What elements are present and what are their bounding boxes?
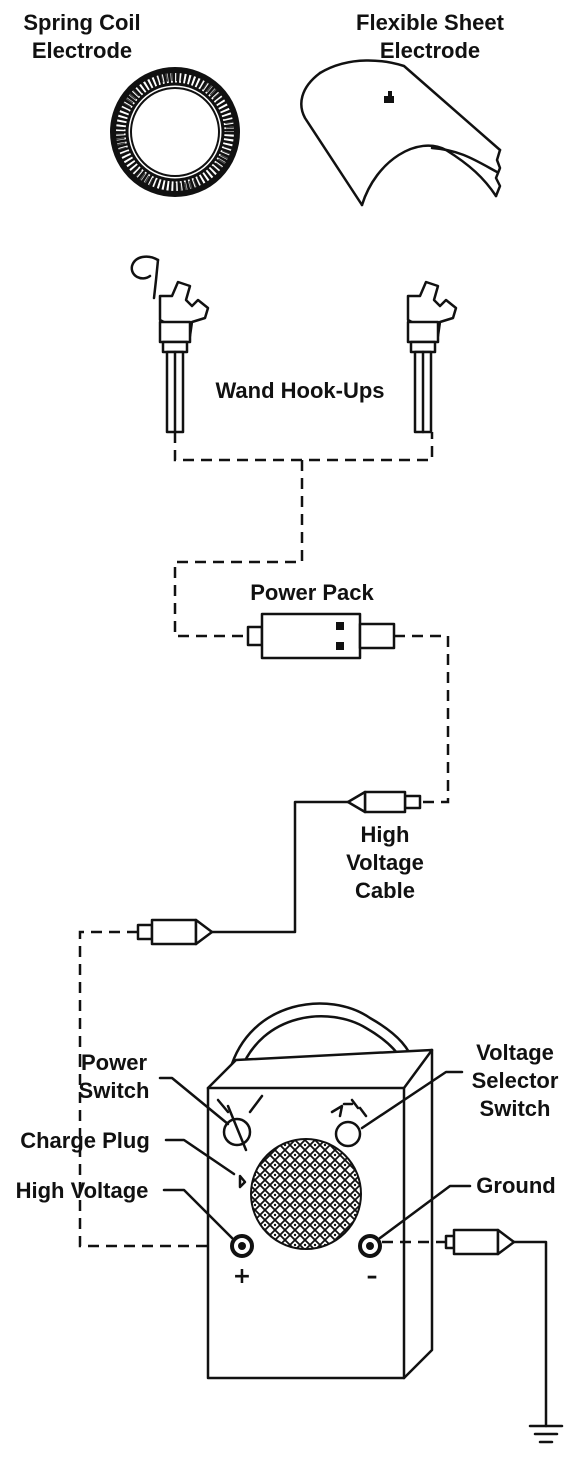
ground-cable-connector: [444, 1228, 516, 1256]
sheet-clip-icon: [384, 91, 394, 103]
flexible-sheet-label-line2: Electrode: [380, 38, 480, 63]
plus-sign: +: [233, 1264, 251, 1289]
hv-cable-line: [210, 800, 350, 934]
voltage-selector-label-line2: Selector: [472, 1068, 559, 1093]
spring-coil-electrode: [110, 67, 240, 197]
power-switch-label-line2: Switch: [79, 1078, 150, 1103]
wand-hookups-label: Wand Hook-Ups: [215, 378, 384, 403]
spring-coil-label-line1: Spring Coil: [23, 10, 140, 35]
voltage-selector-leader: [360, 1070, 464, 1130]
charge-plug-label: Charge Plug: [20, 1128, 150, 1153]
pack-to-cable: [394, 634, 450, 804]
flexible-sheet-electrode: [300, 59, 502, 207]
voltage-selector-label-line3: Switch: [480, 1096, 551, 1121]
power-switch-label-line1: Power: [81, 1050, 147, 1075]
cable-to-generator: [78, 930, 138, 1056]
hv-cable-label-line1: High: [361, 822, 410, 847]
spring-coil-label-line2: Electrode: [32, 38, 132, 63]
hv-to-terminal: [78, 1056, 212, 1248]
negative-terminal[interactable]: [358, 1234, 382, 1258]
flexible-sheet-label-line1: Flexible Sheet: [356, 10, 505, 35]
high-voltage-leader: [162, 1188, 234, 1240]
hv-cable-label-line3: Cable: [355, 878, 415, 903]
power-switch-knob[interactable]: [216, 1094, 264, 1152]
charge-plug-leader: [164, 1138, 236, 1176]
power-pack: [246, 612, 396, 660]
ground-symbol-icon: [528, 1424, 564, 1444]
voltage-selector-knob[interactable]: [330, 1098, 368, 1148]
ground-label: Ground: [476, 1173, 555, 1198]
speaker-grille: [250, 1138, 362, 1250]
hv-cable-label-line2: Voltage: [346, 850, 424, 875]
minus-sign: –: [367, 1264, 378, 1289]
ground-leader: [378, 1184, 472, 1240]
right-wand: [406, 280, 458, 434]
left-wand: [130, 255, 210, 434]
wand-cable: [173, 432, 434, 462]
voltage-selector-label-line1: Voltage: [476, 1040, 554, 1065]
high-voltage-label: High Voltage: [16, 1178, 149, 1203]
wand-to-pack-cable: [173, 460, 304, 638]
charge-plug-icon: [238, 1174, 247, 1189]
power-switch-leader: [158, 1076, 230, 1126]
ground-wire: [512, 1240, 548, 1428]
positive-terminal[interactable]: [230, 1234, 254, 1258]
hv-cable-connector-bottom: [136, 918, 214, 946]
power-pack-label: Power Pack: [250, 580, 374, 605]
hv-cable-connector-top: [346, 790, 422, 814]
